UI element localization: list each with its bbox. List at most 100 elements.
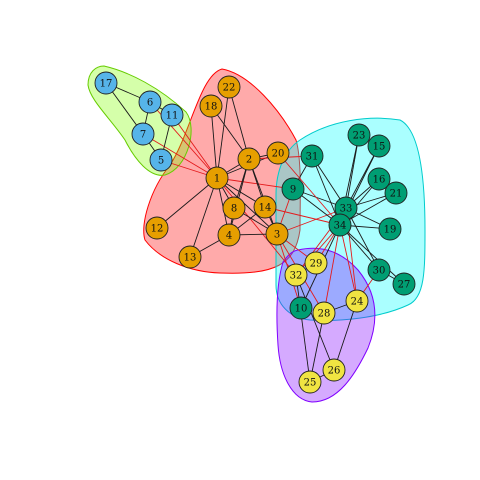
edge-1-7 [142,133,218,179]
node-22: 22 [217,75,241,99]
node-34: 34 [328,213,352,237]
node-27: 27 [392,272,416,296]
node-circle-16 [367,167,391,191]
node-circle-15 [367,134,391,158]
node-18: 18 [199,94,223,118]
edge-1-13 [189,177,218,258]
node-14: 14 [253,195,277,219]
node-label-2: 2 [246,155,252,166]
node-circle-26 [322,358,346,382]
node-label-30: 30 [373,266,386,277]
edge-2-4 [228,158,250,236]
node-label-28: 28 [318,309,331,320]
node-circle-27 [392,272,416,296]
node-26: 26 [322,358,346,382]
node-30: 30 [367,258,391,282]
node-label-23: 23 [353,131,366,142]
node-10: 10 [289,296,313,320]
node-circle-6 [138,90,162,114]
node-7: 7 [131,122,155,146]
node-circle-25 [298,370,322,394]
node-label-3: 3 [274,230,280,241]
node-label-15: 15 [373,142,386,153]
edge-14-34 [264,206,341,226]
node-21: 21 [384,181,408,205]
node-17: 17 [94,71,118,95]
node-4: 4 [217,223,241,247]
node-31: 31 [300,144,324,168]
edge-1-11 [171,114,218,179]
node-label-9: 9 [290,185,296,196]
edge-31-34 [311,155,341,226]
node-circle-12 [145,216,169,240]
node-circle-17 [94,71,118,95]
node-circle-2 [237,147,261,171]
node-circle-28 [312,301,336,325]
node-circle-31 [300,144,324,168]
node-20: 20 [266,141,290,165]
node-label-6: 6 [147,98,153,109]
edge-25-32 [295,274,311,383]
node-circle-23 [347,123,371,147]
node-circle-32 [284,263,308,287]
node-circle-14 [253,195,277,219]
node-label-31: 31 [306,152,319,163]
node-8: 8 [222,196,246,220]
node-label-18: 18 [205,102,218,113]
node-circle-30 [367,258,391,282]
node-circle-19 [378,217,402,241]
edge-28-34 [323,224,341,314]
node-label-10: 10 [295,304,308,315]
node-label-21: 21 [390,189,403,200]
node-circle-21 [384,181,408,205]
node-label-24: 24 [351,297,364,308]
edge-27-34 [339,224,405,285]
node-25: 25 [298,370,322,394]
node-label-27: 27 [398,280,411,291]
edge-26-32 [295,274,335,371]
node-23: 23 [347,123,371,147]
node-label-12: 12 [151,224,164,235]
node-label-29: 29 [310,259,323,270]
node-circle-5 [149,148,173,172]
node-circle-20 [266,141,290,165]
edge-1-12 [156,177,218,229]
node-label-5: 5 [158,156,164,167]
node-label-11: 11 [166,111,179,122]
node-circle-13 [178,245,202,269]
node-label-33: 33 [340,204,353,215]
node-label-1: 1 [214,174,220,185]
node-24: 24 [345,289,369,313]
node-12: 12 [145,216,169,240]
node-circle-10 [289,296,313,320]
node-circle-22 [217,75,241,99]
node-6: 6 [138,90,162,114]
edge-1-3 [216,177,278,235]
edge-1-32 [216,177,297,276]
node-circle-1 [205,166,229,190]
node-label-19: 19 [384,225,397,236]
node-circle-34 [328,213,352,237]
edge-24-34 [339,224,358,302]
edge-30-33 [345,207,380,271]
node-label-22: 22 [223,83,236,94]
node-circle-9 [281,177,305,201]
node-28: 28 [312,301,336,325]
node-label-34: 34 [334,221,347,232]
node-label-14: 14 [259,203,272,214]
node-label-13: 13 [184,253,197,264]
node-circle-18 [199,94,223,118]
edge-24-26 [333,300,358,371]
node-label-26: 26 [328,366,341,377]
node-13: 13 [178,245,202,269]
node-label-25: 25 [304,378,317,389]
node-5: 5 [149,148,173,172]
edge-2-22 [228,86,250,160]
node-15: 15 [367,134,391,158]
node-label-7: 7 [140,130,146,141]
node-label-4: 4 [226,231,232,242]
node-circle-24 [345,289,369,313]
node-19: 19 [378,217,402,241]
node-29: 29 [304,251,328,275]
